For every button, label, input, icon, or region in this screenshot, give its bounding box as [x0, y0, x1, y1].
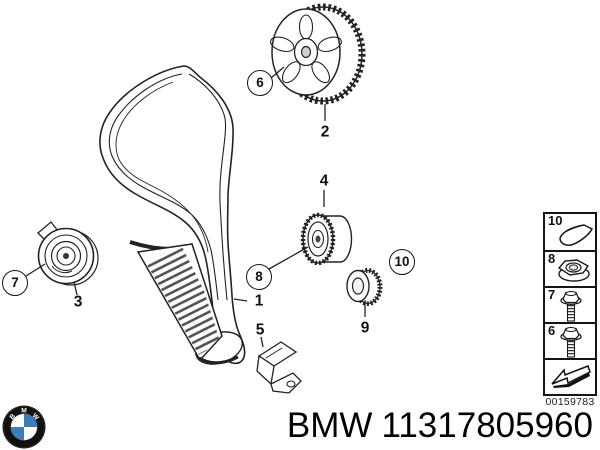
legend-item-number: 6	[548, 323, 556, 338]
legend-item-key: 10	[545, 213, 595, 250]
direction-arrow-icon	[551, 365, 591, 388]
cam-sprocket-drawing	[270, 3, 366, 105]
callout-8: 8	[246, 264, 272, 290]
legend-item-number: 8	[548, 251, 556, 266]
legend-item-nut: 8	[545, 250, 595, 286]
callout-7: 7	[2, 270, 28, 296]
legend-item-number: 7	[548, 287, 556, 302]
legend-item-bolt-7: 7	[545, 286, 595, 322]
legend-item-bolt-6: 6	[545, 322, 595, 358]
label-idler: 4	[319, 172, 329, 190]
bmw-logo: B M W	[2, 405, 46, 449]
label-bracket: 5	[255, 321, 265, 339]
callout-10: 10	[389, 249, 415, 275]
flange-nut-icon	[557, 259, 590, 282]
leader-lines	[25, 66, 366, 348]
woodruff-key-icon	[559, 224, 594, 246]
bracket-drawing	[256, 341, 302, 394]
timing-belt-drawing	[99, 65, 246, 365]
label-belt: 1	[254, 292, 264, 310]
logo-letter-m: M	[21, 407, 27, 414]
logo-letter-w: W	[31, 412, 41, 422]
legend-item-direction	[545, 358, 595, 394]
part-number-text: 11317805960	[381, 406, 593, 445]
crank-sprocket-drawing	[346, 268, 383, 306]
drawing-code: 00159783	[545, 396, 595, 408]
flange-bolt-icon	[560, 291, 582, 322]
footer-part-title: BMW 11317805960	[287, 408, 593, 443]
tensioner-pulley-drawing	[37, 221, 99, 286]
logo-letter-b: B	[9, 413, 17, 421]
flange-bolt-icon	[560, 327, 582, 358]
label-cam-sprocket: 2	[320, 123, 330, 141]
label-small-sprocket: 9	[360, 319, 370, 337]
legend-item-number: 10	[548, 213, 563, 228]
idler-roller-drawing	[300, 212, 353, 266]
label-tensioner: 3	[73, 293, 83, 311]
brand-text: BMW	[286, 406, 373, 445]
hardware-legend: 10 8 7 6	[543, 212, 597, 396]
callout-6: 6	[247, 70, 273, 96]
